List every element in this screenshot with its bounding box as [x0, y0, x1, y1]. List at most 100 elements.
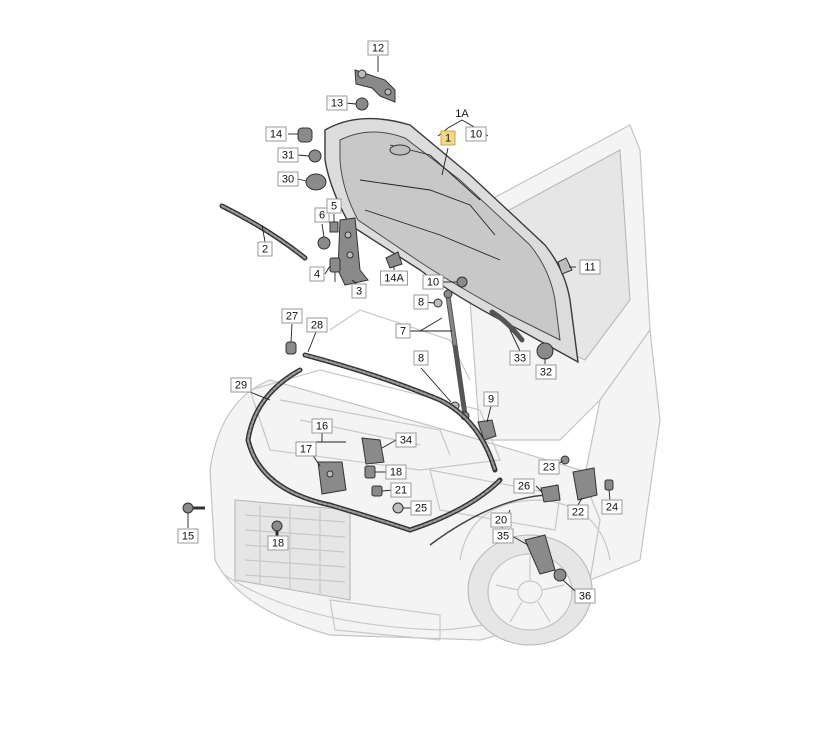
callout-box	[277, 171, 299, 187]
callout-box	[492, 528, 514, 544]
callout-box	[579, 259, 601, 275]
clip-part-25	[392, 502, 404, 514]
callout-1a-10: 10	[465, 126, 487, 142]
callout-8-top: 8	[413, 294, 429, 310]
buffer-part-14	[297, 127, 313, 143]
callout-box	[385, 464, 407, 480]
callout-number: 6	[319, 210, 325, 222]
seal-strip-part-2	[219, 203, 308, 261]
clip-part-31	[308, 149, 322, 163]
callout-4: 4	[309, 266, 325, 282]
callout-11: 11	[579, 259, 601, 275]
callout-number: 13	[331, 98, 343, 110]
callout-box	[267, 535, 289, 551]
screw-part-4	[329, 257, 341, 282]
callout-number: 28	[311, 320, 323, 332]
callout-number: 30	[282, 174, 294, 186]
callout-box	[535, 364, 557, 380]
seal-part-28	[302, 352, 498, 473]
callout-number: 17	[300, 444, 312, 456]
callout-number: 33	[514, 353, 526, 365]
callout-2: 2	[257, 241, 273, 257]
buffer-part-27	[285, 341, 297, 355]
lock-part-17	[317, 461, 347, 495]
callout-box	[314, 207, 330, 223]
callout-box	[177, 528, 199, 544]
callout-number: 5	[331, 201, 337, 213]
callout-box	[410, 500, 432, 516]
grommet-part-30	[305, 173, 327, 191]
callout-number: 14A	[384, 273, 404, 285]
callout-34: 34	[395, 432, 417, 448]
stop-part-11	[557, 257, 573, 275]
callout-21: 21	[390, 482, 412, 498]
callout-10: 10	[422, 274, 444, 290]
callout-box	[490, 512, 512, 528]
callout-box	[257, 241, 273, 257]
callout-number: 24	[606, 502, 618, 514]
hood-panel	[324, 117, 579, 364]
callout-number: 10	[470, 129, 482, 141]
callout-number: 23	[543, 462, 555, 474]
callout-number: 8	[418, 353, 424, 365]
callout-9: 9	[483, 391, 499, 407]
callout-number: 11	[584, 262, 595, 274]
callout-number: 34	[400, 435, 412, 447]
callout-18-lower: 18	[267, 535, 289, 551]
callout-30: 30	[277, 171, 299, 187]
callout-number: 1	[445, 133, 451, 145]
callout-number: 9	[488, 394, 494, 406]
callout-box	[295, 441, 317, 457]
callout-box	[380, 270, 408, 286]
callout-box	[395, 432, 417, 448]
callout-box	[326, 95, 348, 111]
callout-17: 17	[295, 441, 317, 457]
callout-number: 18	[390, 467, 402, 479]
callout-6: 6	[314, 207, 330, 223]
callout-13: 13	[326, 95, 348, 111]
callout-16: 16	[311, 418, 333, 434]
callout-box	[567, 504, 589, 520]
callout-31: 31	[277, 147, 299, 163]
callout-14: 14	[265, 126, 287, 142]
callout-35: 35	[492, 528, 514, 544]
spring-part-5	[329, 221, 339, 233]
callout-number: 12	[372, 43, 384, 55]
callout-box	[326, 198, 342, 214]
callout-1: 1	[440, 130, 456, 146]
callout-26: 26	[513, 478, 535, 494]
bracket-part-34	[361, 437, 385, 465]
callout-box	[311, 418, 333, 434]
callout-18-upper: 18	[385, 464, 407, 480]
callout-25: 25	[410, 500, 432, 516]
gas-strut-part-7	[443, 289, 470, 421]
front-wheel-illustration	[467, 534, 593, 646]
callout-box	[395, 323, 411, 339]
callout-number: 10	[427, 277, 439, 289]
clip-part-14a	[385, 251, 403, 269]
seal-part-33	[489, 309, 525, 343]
callout-box	[309, 266, 325, 282]
callout-number: 32	[540, 367, 552, 379]
callout-number: 4	[314, 269, 320, 281]
nut-part-21	[371, 485, 383, 497]
clip-part-24	[604, 479, 614, 491]
callout-12: 12	[367, 40, 389, 56]
grille-slats	[244, 505, 346, 595]
callout-33: 33	[509, 350, 531, 366]
callout-number: 26	[518, 481, 530, 493]
callout-7: 7	[395, 323, 411, 339]
callout-box	[413, 294, 429, 310]
screw-part-23	[560, 455, 570, 465]
callout-box	[601, 499, 623, 515]
callout-box	[367, 40, 389, 56]
callout-number: 18	[272, 538, 284, 550]
callout-15: 15	[177, 528, 199, 544]
callout-5: 5	[326, 198, 342, 214]
callout-box	[538, 459, 560, 475]
callout-number: 15	[182, 531, 194, 543]
bolt-part-18-upper	[364, 465, 376, 479]
callout-box	[574, 588, 596, 604]
